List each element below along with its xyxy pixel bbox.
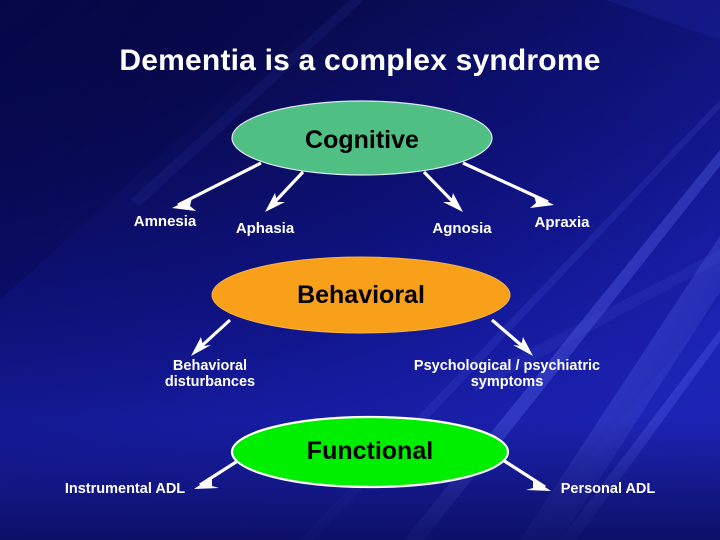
arrowhead-aphasia: [265, 193, 285, 212]
branch-label-line-2: disturbances: [164, 374, 256, 391]
connector-apraxia: [462, 161, 549, 204]
branch-label-personal-adl: Personal ADL: [560, 481, 656, 497]
arrowhead-agnosia: [443, 193, 463, 212]
branch-label-line-1: Psychological / psychiatric: [413, 358, 601, 374]
node-behavioral-label: Behavioral: [297, 281, 425, 309]
functional-arrowheads: [194, 477, 551, 491]
arrowhead-behavioral-disturbances: [191, 337, 211, 356]
node-behavioral-shape[interactable]: [211, 256, 511, 334]
arrowhead-amnesia: [172, 198, 196, 211]
connector-amnesia: [177, 161, 262, 207]
branch-label-agnosia: Agnosia: [432, 220, 492, 237]
node-functional-label: Functional: [306, 437, 434, 465]
behavioral-arrowheads: [191, 337, 533, 356]
branch-label-apraxia: Apraxia: [534, 214, 590, 231]
arrowhead-personal-adl: [526, 479, 551, 491]
arrowhead-apraxia: [530, 195, 554, 208]
node-cognitive-shape[interactable]: [231, 100, 493, 176]
branch-label-instrumental-adl: Instrumental ADL: [64, 481, 186, 497]
branch-label-aphasia: Aphasia: [235, 220, 295, 237]
branch-label-psychological-psychiatric-symptoms: Psychological / psychiatric symptoms: [372, 358, 642, 390]
node-functional-shape[interactable]: [230, 415, 510, 489]
node-cognitive-label: Cognitive: [305, 126, 419, 154]
page-title: Dementia is a complex syndrome: [119, 44, 601, 77]
arrowhead-instrumental-adl: [194, 477, 219, 489]
branch-label-line-2: symptoms: [470, 374, 544, 391]
branch-label-amnesia: Amnesia: [133, 213, 197, 230]
branch-label-behavioral-disturbances: Behavioral disturbances: [120, 358, 300, 390]
arrowhead-psychological-symptoms: [513, 337, 533, 356]
cognitive-arrowheads: [172, 193, 554, 212]
branch-label-line-1: Behavioral: [172, 358, 248, 374]
